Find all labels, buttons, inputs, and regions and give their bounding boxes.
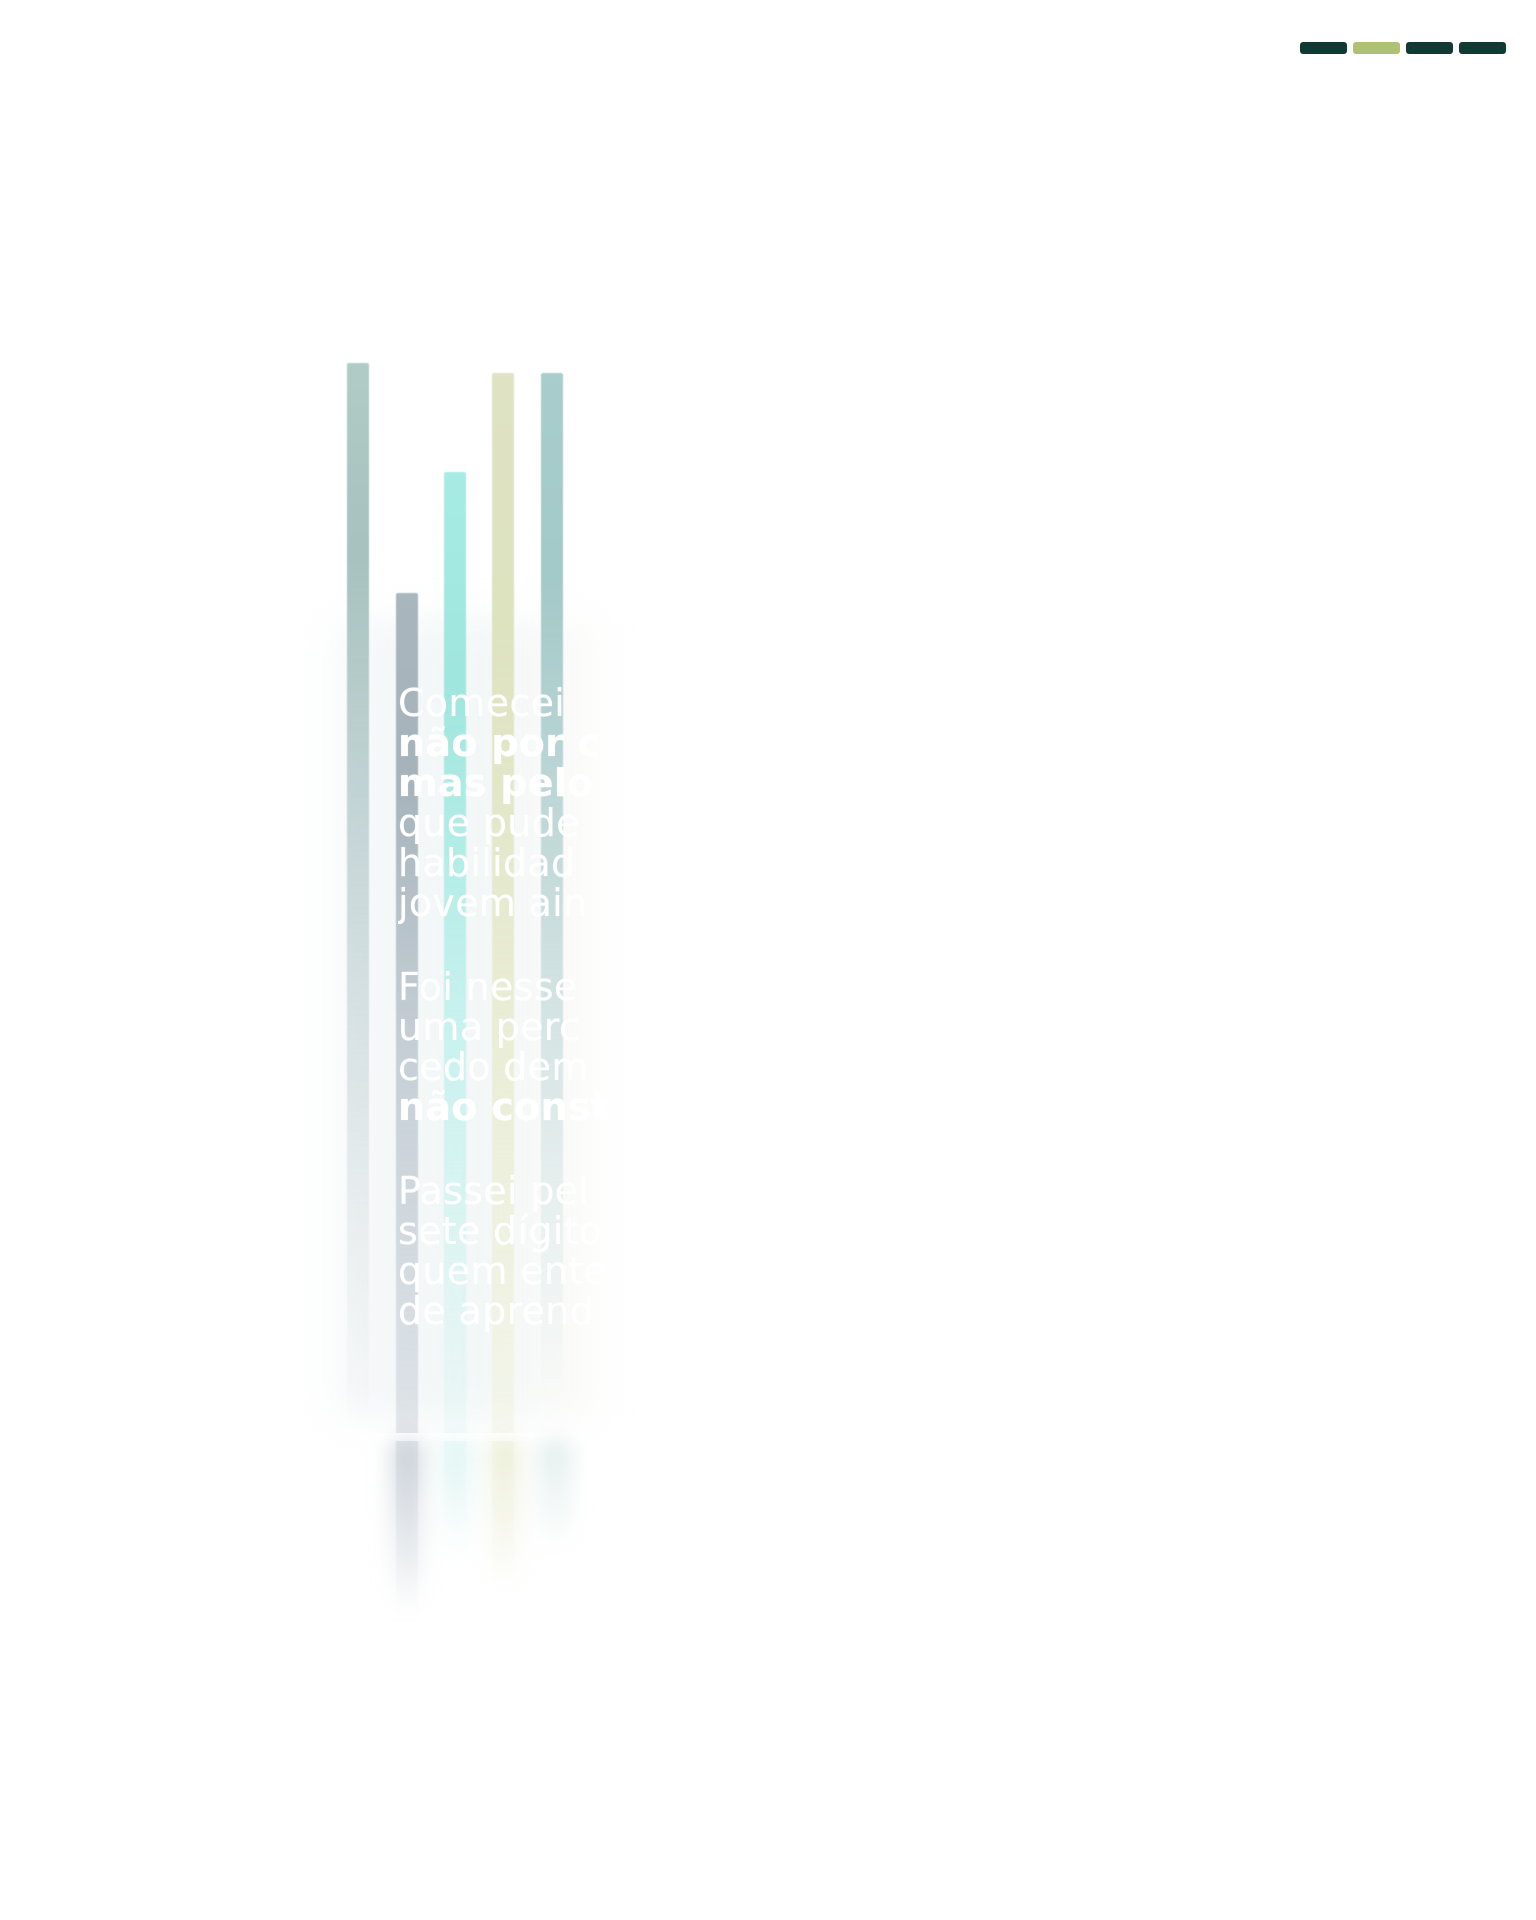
p2-line-3: cedo dem xyxy=(398,1045,589,1089)
bar-reflection-2 xyxy=(440,1441,474,1561)
bar-reflection-3 xyxy=(488,1441,522,1591)
p3-line-3: quem ente xyxy=(398,1249,608,1293)
page-dot-1[interactable] xyxy=(1300,42,1347,54)
paragraph-1: Comecei não por c mas pelo que pude habi… xyxy=(398,683,608,923)
p1-line-5: habilidad xyxy=(398,841,576,885)
p1-line-4: que pude xyxy=(398,801,580,845)
p1-line-3: mas pelo xyxy=(398,761,594,805)
body-text-clip: Comecei não por c mas pelo que pude habi… xyxy=(398,683,608,1343)
bar-reflection-4 xyxy=(538,1441,572,1551)
p2-line-2: uma perc xyxy=(398,1005,581,1049)
bar-reflection-1 xyxy=(390,1441,424,1611)
p3-line-4: de aprend xyxy=(398,1289,595,1333)
paragraph-3: Passei pel sete dígito quem ente de apre… xyxy=(398,1171,608,1331)
p3-line-1: Passei pel xyxy=(398,1169,590,1213)
p1-line-1: Comecei xyxy=(398,683,566,725)
p2-line-1: Foi nesse xyxy=(398,965,578,1009)
page-dot-4[interactable] xyxy=(1459,42,1506,54)
p2-line-4: não const xyxy=(398,1085,608,1129)
p1-line-2: não por c xyxy=(398,721,601,765)
floor-line xyxy=(330,1433,600,1441)
body-text: Comecei não por c mas pelo que pude habi… xyxy=(398,683,608,1331)
p1-line-6: jovem ain xyxy=(398,881,588,925)
page-dot-3[interactable] xyxy=(1406,42,1453,54)
p3-line-2: sete dígito xyxy=(398,1209,603,1253)
light-bar-1 xyxy=(347,363,369,1423)
page-dot-2-active[interactable] xyxy=(1353,42,1400,54)
page-indicator xyxy=(1300,42,1506,54)
paragraph-2: Foi nesse uma perc cedo dem não const xyxy=(398,967,608,1127)
